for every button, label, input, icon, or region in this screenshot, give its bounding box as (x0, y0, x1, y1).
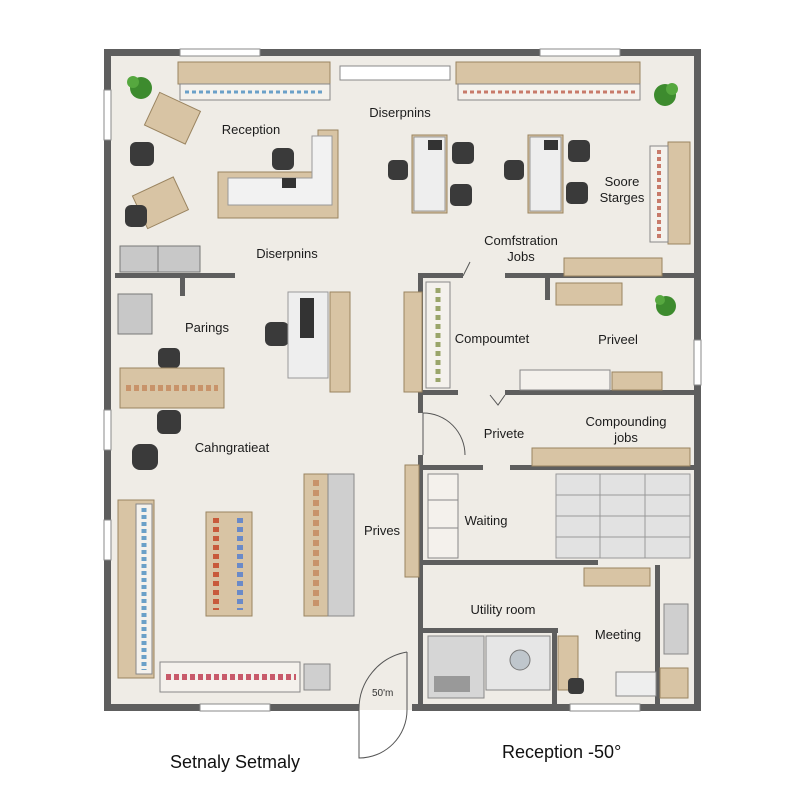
windows (103, 48, 702, 712)
room-label-consultation-jobs: Comfstration Jobs (484, 233, 558, 264)
room-label-dispensing-mid: Diserpnins (256, 246, 318, 261)
work-desk (287, 291, 351, 393)
door-swing-icon (358, 261, 506, 759)
room-label-waiting: Waiting (464, 513, 508, 528)
plant-icon (127, 76, 678, 316)
room-label-meeting: Meeting (594, 627, 642, 642)
waiting-cabinet (404, 464, 459, 578)
dispensing-desk (411, 134, 564, 214)
reception-desk (217, 129, 339, 219)
aisle-shelf (117, 473, 355, 693)
room-label-privet: Priveel (598, 332, 638, 347)
scale-marker: 50'm (372, 688, 394, 699)
room-label-private-mid: Privete (483, 426, 525, 441)
room-label-calibration: Cahngratieat (194, 440, 270, 455)
caption-left: Setnaly Setmaly (170, 752, 301, 772)
room-label-parings: Parings (184, 320, 230, 335)
shelf-icon (119, 291, 423, 409)
storage-shelf (649, 141, 691, 245)
room-label-dispensing-top: Diserpnins (369, 105, 431, 120)
room-label-compounding: Compoumtet (454, 331, 530, 346)
stairs-icon (555, 473, 691, 559)
sink-icon (434, 649, 531, 692)
room-label-store-storage: Soore Starges (599, 174, 645, 205)
meeting-furniture (557, 567, 689, 699)
room-label-compounding-jobs: Compounding jobs (585, 414, 667, 445)
room-label-utility-room: Utility room (470, 602, 536, 617)
caption-right: Reception -50° (502, 742, 622, 762)
cabinet (117, 245, 201, 335)
compounding-shelf (425, 257, 691, 467)
room-label-prives: Prives (363, 523, 401, 538)
room-label-reception: Reception (221, 122, 281, 137)
